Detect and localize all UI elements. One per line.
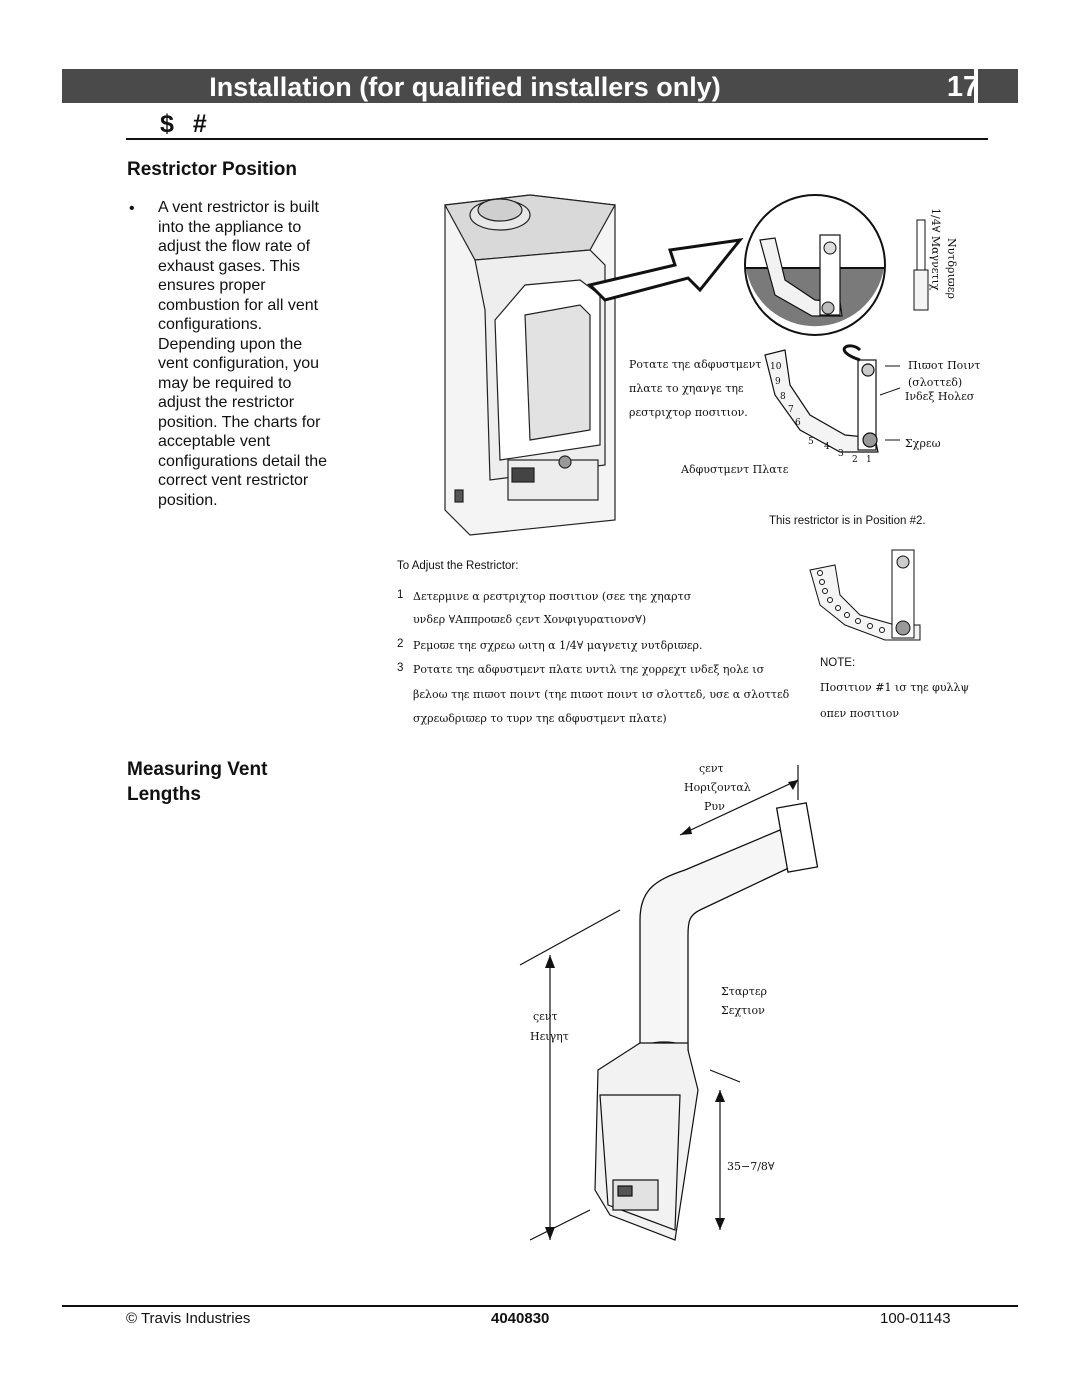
step-text: Ρεμοϖε τηε σχρεω ωιτη α 1/4∀ μαγνετιχ νυ… bbox=[413, 639, 703, 652]
body-line: correct vent restrictor bbox=[158, 472, 309, 489]
screw-label: Σχρεω bbox=[905, 437, 941, 450]
body-line: configurations detail the bbox=[158, 452, 327, 470]
section-rule bbox=[126, 138, 988, 140]
restrictor-caption: This restrictor is in Position #2. bbox=[769, 515, 926, 527]
step-text: Δετερμινε α ρεστριχτορ ποσιτιον (σεε τηε… bbox=[413, 590, 692, 603]
step-text: Ροτατε τηε αδφυστμεντ πλατε υντιλ τηε χο… bbox=[413, 663, 765, 676]
adjustment-plate-label: Αδφυστμεντ Πλατε bbox=[681, 463, 789, 476]
position-number: 6 bbox=[795, 418, 801, 428]
header-bar: Installation (for qualified installers o… bbox=[62, 69, 1018, 103]
step-text: υνδερ ∀Αππροϖεδ ςεντ Χονφιγυρατιονσ∀) bbox=[413, 613, 647, 626]
footer-copyright: © Travis Industries bbox=[126, 1310, 251, 1327]
adjustment-plate-diagram bbox=[764, 344, 879, 453]
slotted-label: (σλοττεδ) bbox=[908, 376, 963, 389]
position-number: 10 bbox=[770, 362, 782, 372]
screwdriver-label-1: 1/4∀ Μαγνετιχ bbox=[929, 208, 942, 291]
starter-label-2: Σεχτιον bbox=[721, 1004, 765, 1017]
position-number: 1 bbox=[866, 455, 872, 465]
step-number: 1 bbox=[397, 589, 404, 601]
note-text: Ποσιτιον #1 ισ τηε φυλλψ bbox=[820, 681, 970, 694]
step-text: σχρεωδριϖερ το τυρν τηε αδφυστμεντ πλατε… bbox=[413, 712, 667, 725]
screwdriver-icon bbox=[913, 219, 929, 311]
vent-height-label-1: ςεντ bbox=[533, 1010, 558, 1023]
vent-horizontal-label-3: Ρυν bbox=[704, 800, 725, 813]
vent-length-figure bbox=[519, 765, 819, 1241]
body-line: may be required to bbox=[158, 374, 292, 392]
plate-position-diagram bbox=[809, 549, 921, 641]
note-label: NOTE: bbox=[820, 657, 856, 669]
step-number: 3 bbox=[397, 662, 404, 674]
bullet: • bbox=[129, 200, 135, 217]
body-line: position. The charts for bbox=[158, 413, 321, 431]
vent-horizontal-label-2: Ηοριζονταλ bbox=[684, 781, 751, 794]
body-line: A vent restrictor is built bbox=[158, 199, 319, 216]
index-holes-label: Ινδεξ Ηολεσ bbox=[905, 390, 975, 403]
body-line: into the appliance to bbox=[158, 218, 302, 236]
pilot-point-label: Πιϖοτ Ποιντ bbox=[908, 359, 981, 372]
rotate-text-1: Ροτατε τηε αδφυστμεντ bbox=[629, 358, 762, 371]
rotate-text-3: ρεστριχτορ ποσιτιον. bbox=[629, 406, 748, 419]
screwdriver-label-2: Νυτδριϖερ bbox=[945, 238, 958, 299]
fireplace-illustration bbox=[444, 194, 616, 536]
body-line: vent configuration, you bbox=[158, 355, 319, 372]
step-number: 2 bbox=[397, 638, 404, 650]
footer-rule bbox=[62, 1305, 1018, 1307]
position-number: 9 bbox=[775, 377, 781, 387]
body-line: combustion for all vent bbox=[158, 296, 319, 314]
body-line: position. bbox=[158, 491, 218, 509]
page-title: Installation (for qualified installers o… bbox=[209, 72, 721, 102]
body-line: acceptable vent bbox=[158, 433, 271, 450]
body-line: adjust the flow rate of bbox=[158, 238, 311, 255]
position-number: 4 bbox=[824, 442, 830, 452]
footer-document-number: 4040830 bbox=[491, 1310, 550, 1327]
restrictor-figure bbox=[444, 194, 929, 536]
step-text: βελοω τηε πιϖοτ ποιντ (τηε πιϖοτ ποιντ ι… bbox=[413, 688, 790, 701]
vent-horizontal-label-1: ςεντ bbox=[699, 762, 724, 775]
starter-label-1: Σταρτερ bbox=[721, 985, 768, 998]
body-line: Depending upon the bbox=[158, 335, 303, 353]
section-symbols: $ # bbox=[160, 110, 213, 138]
restrictor-body: A vent restrictor is built into the appl… bbox=[158, 198, 366, 510]
body-line: configurations. bbox=[158, 316, 263, 333]
note-text: οπεν ποσιτιον bbox=[820, 707, 900, 720]
body-line: ensures proper bbox=[158, 277, 266, 294]
position-number: 5 bbox=[808, 437, 814, 447]
measuring-heading-1: Measuring Vent bbox=[127, 759, 268, 780]
measuring-heading-2: Lengths bbox=[127, 784, 201, 805]
position-number: 8 bbox=[780, 392, 786, 402]
position-number: 2 bbox=[852, 455, 858, 465]
rotate-text-2: πλατε το χηανγε τηε bbox=[629, 382, 744, 395]
header-divider bbox=[974, 69, 978, 103]
zoom-circle bbox=[744, 194, 886, 336]
adjust-title: To Adjust the Restrictor: bbox=[397, 560, 519, 572]
restrictor-heading: Restrictor Position bbox=[127, 159, 297, 180]
pointer-arrow bbox=[587, 237, 744, 302]
body-line: exhaust gases. This bbox=[158, 257, 301, 275]
dimension-label: 35−7/8∀ bbox=[727, 1160, 775, 1173]
page-number: 17 bbox=[946, 71, 980, 103]
position-number: 7 bbox=[788, 405, 794, 415]
vent-height-label-2: Ηειγητ bbox=[530, 1030, 569, 1043]
footer-part-number: 100-01143 bbox=[880, 1310, 951, 1327]
body-line: adjust the restrictor bbox=[158, 394, 295, 411]
position-number: 3 bbox=[838, 449, 844, 459]
